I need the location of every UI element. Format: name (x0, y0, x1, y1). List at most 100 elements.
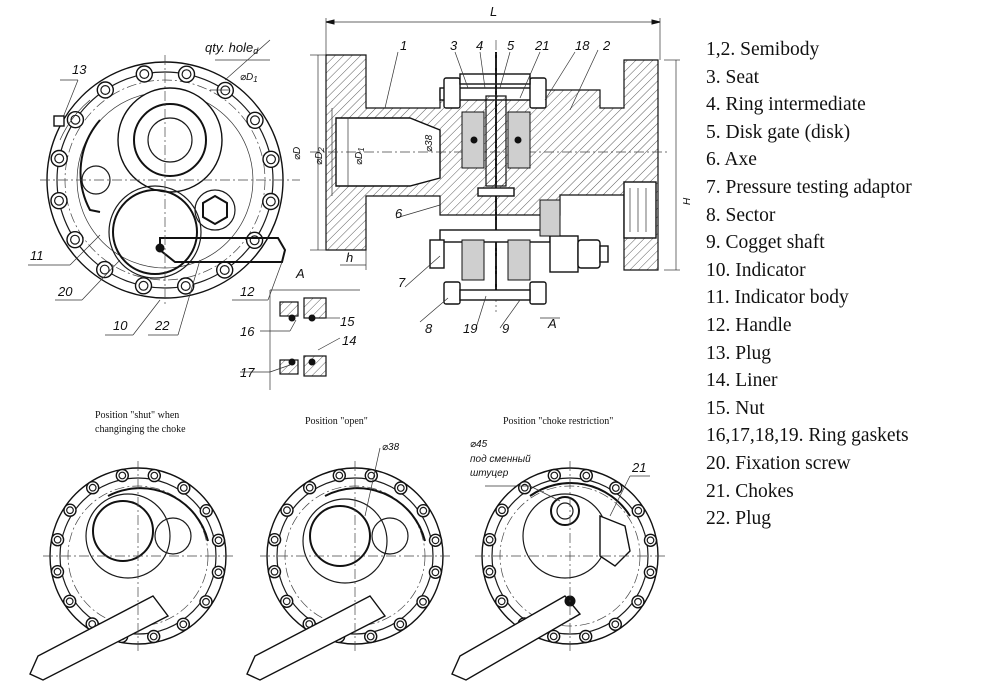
bolt-hole (419, 506, 428, 515)
restriction-note-1: под сменный (470, 454, 531, 465)
label-12: 12 (240, 284, 255, 299)
bolt-hole (179, 484, 188, 492)
legend-item: 5. Disk gate (disk) (706, 121, 851, 143)
dim-D1: ⌀D1 (354, 147, 366, 165)
section-a-label-1: A (295, 266, 305, 281)
bolt-hole (431, 568, 440, 577)
bolt (416, 504, 431, 518)
bolt (280, 503, 294, 517)
bolt-hole (581, 632, 590, 641)
bolt (62, 594, 77, 608)
shut-caption-2: changinging the choke (95, 424, 186, 435)
label-2: 2 (602, 38, 611, 53)
open-caption: Position "open" (305, 416, 368, 427)
bolt (332, 468, 346, 483)
bolt (216, 81, 235, 100)
label-8: 8 (425, 321, 433, 336)
bolt-hole (366, 632, 375, 641)
legend-item: 21. Chokes (706, 480, 794, 502)
bolt-hole (149, 632, 158, 641)
label-17: 17 (240, 365, 255, 380)
label-19: 19 (463, 321, 477, 336)
bolt (199, 504, 214, 518)
bolt (494, 594, 509, 608)
bolt-hole (611, 484, 620, 492)
label-10: 10 (113, 318, 128, 333)
bolt-hole (266, 154, 277, 165)
legend-item: 9. Cogget shaft (706, 232, 825, 254)
bolt (303, 480, 317, 495)
restriction-dim-45: ⌀45 (470, 439, 488, 450)
label-1: 1 (400, 38, 407, 53)
legend-item: 10. Indicator (706, 259, 806, 281)
bolt-hole (431, 536, 440, 545)
bolt (96, 81, 115, 99)
bolt-hole (220, 85, 231, 96)
bolt (643, 565, 658, 579)
legend-item: 3. Seat (706, 66, 760, 88)
bolt (428, 533, 443, 547)
label-13: 13 (72, 62, 87, 77)
shut-caption-1: Position "shut" when (95, 410, 179, 421)
bolt-hole (282, 597, 291, 606)
bolt (364, 468, 378, 483)
label-14: 14 (342, 333, 356, 348)
bolt (66, 230, 84, 249)
bolt-hole (498, 506, 506, 515)
dim-D: ⌀D (292, 147, 303, 160)
bolt-hole (53, 567, 62, 576)
bolt (394, 481, 408, 495)
bolt (609, 481, 623, 495)
open-dim-38: ⌀38 (382, 442, 400, 453)
bolt-hole (69, 234, 80, 245)
bolt-hole (485, 567, 494, 576)
bolt-hole (646, 536, 655, 545)
bolt (547, 629, 561, 644)
bolt (631, 595, 645, 609)
bolt-hole (582, 471, 591, 480)
legend-item: 22. Plug (706, 508, 772, 530)
bolt-hole (214, 568, 223, 577)
bolt (578, 629, 593, 644)
restriction-caption: Position "choke restriction" (503, 416, 613, 427)
legend-item: 14. Liner (706, 370, 778, 392)
bolt-hole (485, 535, 494, 544)
legend-item: 15. Nut (706, 397, 765, 419)
dim-H: H (682, 197, 693, 205)
label-22: 22 (154, 318, 170, 333)
bolt (643, 533, 658, 547)
front-view (28, 39, 300, 336)
bolt (262, 150, 280, 169)
dim-d1-top: ⌀D1 (240, 72, 258, 84)
dim-L: L (490, 4, 497, 19)
label-20: 20 (57, 284, 73, 299)
bolt (267, 533, 282, 547)
bolt (211, 533, 226, 547)
bolt (215, 261, 234, 279)
bolt-hole (139, 68, 150, 79)
bolt-hole (550, 471, 559, 480)
section-view (310, 18, 680, 329)
bolt (199, 595, 213, 609)
bolt (246, 111, 264, 130)
bolt (50, 191, 68, 210)
bolt-hole (250, 115, 261, 126)
bolt (135, 65, 154, 83)
bolt (416, 595, 430, 609)
dim-38: ⌀38 (424, 134, 435, 152)
bolt-hole (249, 235, 260, 246)
legend-item: 20. Fixation screw (706, 452, 851, 474)
label-21: 21 (534, 38, 549, 53)
bolt-hole (283, 506, 291, 515)
bolt (245, 231, 264, 250)
section-a-label-2: A (547, 316, 557, 331)
bolt-hole (646, 568, 655, 577)
legend-item: 12. Handle (706, 314, 792, 336)
legend-item: 1,2. Semibody (706, 39, 820, 60)
bolt (50, 533, 65, 547)
label-4: 4 (476, 38, 483, 53)
legend-item: 16,17,18,19. Ring gaskets (706, 425, 909, 447)
restriction-note-2: штуцер (470, 468, 509, 479)
bolt (147, 468, 161, 483)
